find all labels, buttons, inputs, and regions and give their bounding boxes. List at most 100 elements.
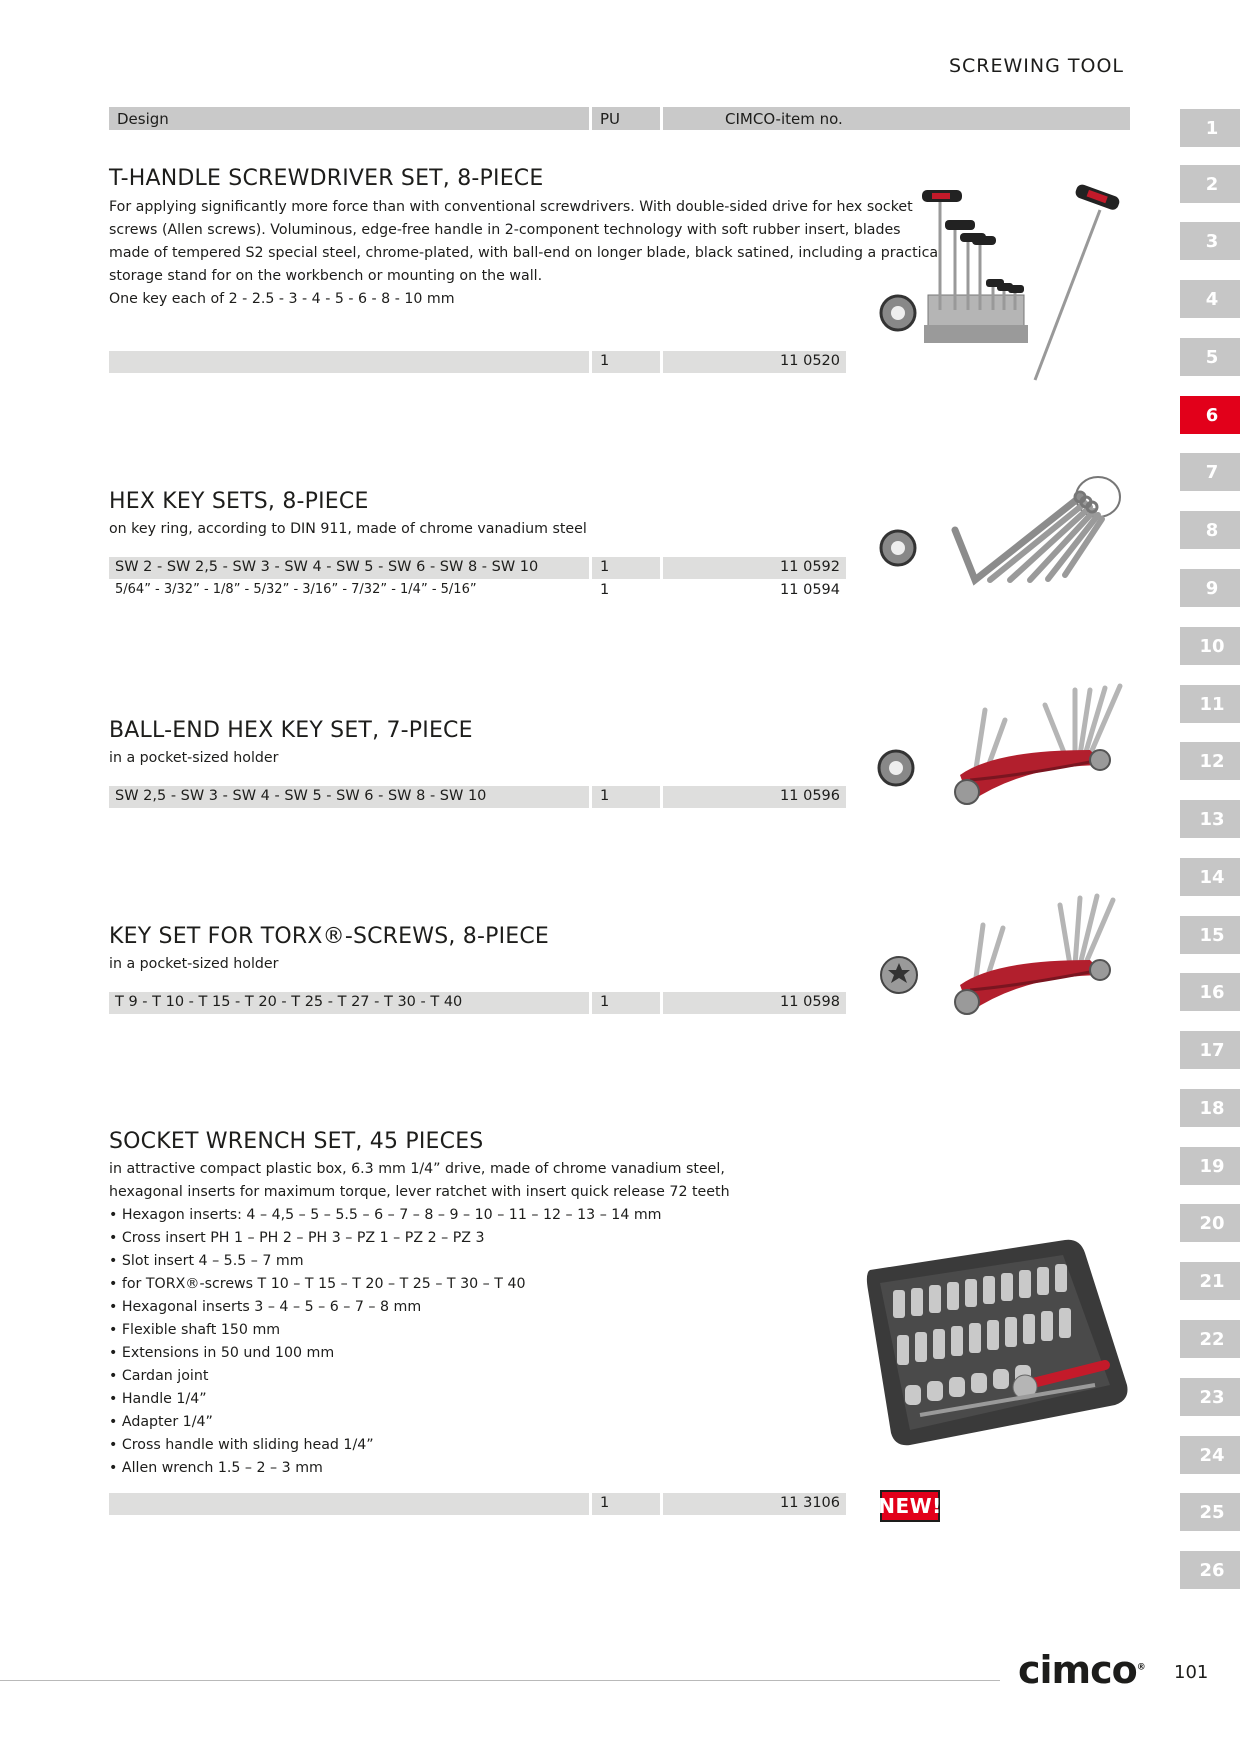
product-description: on key ring, according to DIN 911, made … xyxy=(109,518,587,541)
table-header-item-no: CIMCO-item no. xyxy=(725,110,843,128)
table-row-bar xyxy=(109,351,589,373)
pu-value: 1 xyxy=(600,788,610,804)
item-number: 11 0592 xyxy=(780,559,840,575)
table-row-bar xyxy=(592,557,660,579)
desc-line: • Cardan joint xyxy=(109,1368,209,1384)
product-description: in a pocket-sized holder xyxy=(109,953,278,976)
product-title: SOCKET WRENCH SET, 45 PIECES xyxy=(109,1129,484,1154)
table-header-bar-item xyxy=(663,107,1130,130)
desc-line: • Adapter 1/4” xyxy=(109,1414,213,1430)
table-row-bar xyxy=(592,992,660,1014)
table-row-bar xyxy=(109,992,589,1014)
item-number: 11 0598 xyxy=(780,994,840,1010)
design-value: 5/64” - 3/32” - 1/8” - 5/32” - 3/16” - 7… xyxy=(115,582,477,597)
desc-line: • Cross insert PH 1 – PH 2 – PH 3 – PZ 1… xyxy=(109,1230,485,1246)
pu-value: 1 xyxy=(600,1495,610,1511)
item-number: 11 0596 xyxy=(780,788,840,804)
chapter-tab-5[interactable]: 5 xyxy=(1180,338,1240,376)
page-number: 101 xyxy=(1174,1662,1209,1683)
product-title: HEX KEY SETS, 8-PIECE xyxy=(109,489,369,514)
desc-line: One key each of 2 - 2.5 - 3 - 4 - 5 - 6 … xyxy=(109,291,455,307)
desc-line: storage stand for on the workbench or mo… xyxy=(109,268,543,284)
chapter-tab-16[interactable]: 16 xyxy=(1180,973,1240,1011)
desc-line: screws (Allen screws). Voluminous, edge-… xyxy=(109,222,901,238)
chapter-tab-8[interactable]: 8 xyxy=(1180,511,1240,549)
desc-line: • Hexagon inserts: 4 – 4,5 – 5 – 5.5 – 6… xyxy=(109,1207,662,1223)
chapter-tab-9[interactable]: 9 xyxy=(1180,569,1240,607)
chapter-tab-2[interactable]: 2 xyxy=(1180,165,1240,203)
table-row-bar xyxy=(109,557,589,579)
table-row-bar xyxy=(663,1493,846,1515)
logo-text: cimco xyxy=(1018,1648,1138,1692)
table-row-bar xyxy=(663,992,846,1014)
chapter-tab-17[interactable]: 17 xyxy=(1180,1031,1240,1069)
desc-line: For applying significantly more force th… xyxy=(109,199,913,215)
product-title: T-HANDLE SCREWDRIVER SET, 8-PIECE xyxy=(109,166,544,191)
chapter-tab-23[interactable]: 23 xyxy=(1180,1378,1240,1416)
design-value: SW 2 - SW 2,5 - SW 3 - SW 4 - SW 5 - SW … xyxy=(115,559,539,575)
table-row-bar xyxy=(663,557,846,579)
chapter-tab-15[interactable]: 15 xyxy=(1180,916,1240,954)
pu-value: 1 xyxy=(600,994,610,1010)
chapter-tab-14[interactable]: 14 xyxy=(1180,858,1240,896)
desc-line: • Handle 1/4” xyxy=(109,1391,207,1407)
section-heading: SCREWING TOOL xyxy=(948,55,1124,77)
table-row-bar xyxy=(109,1493,589,1515)
table-row-bar xyxy=(592,351,660,373)
pu-value: 1 xyxy=(600,559,610,575)
socket-wrench-case-image xyxy=(866,1239,1128,1446)
desc-line: made of tempered S2 special steel, chrom… xyxy=(109,245,943,261)
product-description: For applying significantly more force th… xyxy=(109,196,942,311)
table-header-design: Design xyxy=(117,110,169,128)
desc-line: • Allen wrench 1.5 – 2 – 3 mm xyxy=(109,1460,323,1476)
chapter-tab-13[interactable]: 13 xyxy=(1180,800,1240,838)
chapter-tab-25[interactable]: 25 xyxy=(1180,1493,1240,1531)
pu-value: 1 xyxy=(600,582,610,598)
item-number: 11 0594 xyxy=(780,582,840,598)
table-row-bar xyxy=(109,786,589,808)
design-value: T 9 - T 10 - T 15 - T 20 - T 25 - T 27 -… xyxy=(115,994,463,1010)
table-header-bar-pu xyxy=(592,107,660,130)
table-row-bar xyxy=(663,786,846,808)
product-title: BALL-END HEX KEY SET, 7-PIECE xyxy=(109,718,473,743)
t-handle-set-image xyxy=(879,184,1120,381)
desc-line: on key ring, according to DIN 911, made … xyxy=(109,521,587,537)
desc-line: • for TORX®-screws T 10 – T 15 – T 20 – … xyxy=(109,1276,526,1292)
ball-end-hex-set-image xyxy=(877,683,1123,805)
item-number: 11 0520 xyxy=(780,353,840,369)
desc-line: • Slot insert 4 – 5.5 – 7 mm xyxy=(109,1253,304,1269)
chapter-tab-19[interactable]: 19 xyxy=(1180,1147,1240,1185)
hex-key-set-image xyxy=(879,476,1121,586)
chapter-tab-24[interactable]: 24 xyxy=(1180,1436,1240,1474)
chapter-tab-11[interactable]: 11 xyxy=(1180,685,1240,723)
new-badge: NEW! xyxy=(878,1490,941,1522)
table-header-pu: PU xyxy=(600,110,621,128)
torx-key-set-image xyxy=(880,893,1116,1015)
desc-line: in a pocket-sized holder xyxy=(109,750,279,766)
chapter-tab-21[interactable]: 21 xyxy=(1180,1262,1240,1300)
desc-line: in a pocket-sized holder xyxy=(109,956,279,972)
chapter-tab-26[interactable]: 26 xyxy=(1180,1551,1240,1589)
chapter-tab-12[interactable]: 12 xyxy=(1180,742,1240,780)
table-row-bar xyxy=(663,351,846,373)
chapter-tab-6[interactable]: 6 xyxy=(1180,396,1240,434)
chapter-tab-22[interactable]: 22 xyxy=(1180,1320,1240,1358)
chapter-tab-7[interactable]: 7 xyxy=(1180,453,1240,491)
pu-value: 1 xyxy=(600,353,610,369)
chapter-tab-20[interactable]: 20 xyxy=(1180,1204,1240,1242)
table-header-bar-design xyxy=(109,107,589,130)
desc-line: • Hexagonal inserts 3 – 4 – 5 – 6 – 7 – … xyxy=(109,1299,422,1315)
desc-line: in attractive compact plastic box, 6.3 m… xyxy=(109,1161,725,1177)
chapter-tab-3[interactable]: 3 xyxy=(1180,222,1240,260)
item-number: 11 3106 xyxy=(780,1495,840,1511)
design-value: SW 2,5 - SW 3 - SW 4 - SW 5 - SW 6 - SW … xyxy=(115,788,487,804)
product-description: in a pocket-sized holder xyxy=(109,747,278,770)
chapter-tab-10[interactable]: 10 xyxy=(1180,627,1240,665)
chapter-tab-4[interactable]: 4 xyxy=(1180,280,1240,318)
table-row-bar xyxy=(592,1493,660,1515)
chapter-tab-18[interactable]: 18 xyxy=(1180,1089,1240,1127)
desc-line: • Flexible shaft 150 mm xyxy=(109,1322,281,1338)
product-description: in attractive compact plastic box, 6.3 m… xyxy=(109,1158,730,1480)
chapter-tab-1[interactable]: 1 xyxy=(1180,109,1240,147)
desc-line: • Extensions in 50 und 100 mm xyxy=(109,1345,335,1361)
